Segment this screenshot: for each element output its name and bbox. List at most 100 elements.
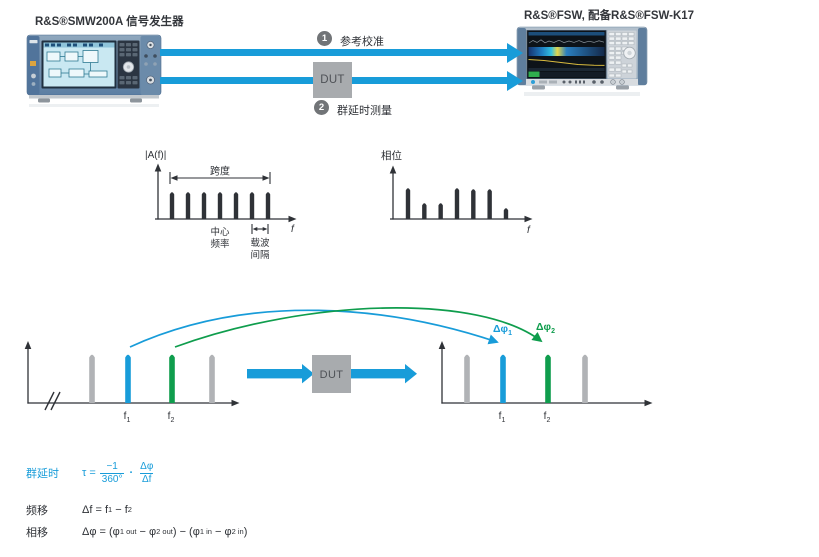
analyzer-knob-center [627, 50, 632, 56]
span-arrowhead-right [262, 175, 270, 181]
analyzer-power-button [531, 80, 535, 84]
phase-x-axis-arrowhead [524, 215, 533, 223]
spectrum-analyzer-image [516, 26, 648, 96]
generator-rf-output-pin [149, 78, 152, 82]
generator-block-links [60, 56, 91, 75]
delta-phi1-label: Δφ1 [493, 323, 512, 337]
carrier-spike [545, 354, 551, 403]
generator-reflection [29, 104, 159, 107]
carrier-spike [582, 354, 588, 403]
amplitude-carriers [169, 192, 271, 219]
fraction-2: Δφ Δf [138, 461, 155, 486]
generator-foot [38, 98, 50, 103]
dut-output-arrow-line [351, 369, 405, 379]
generator-screen-header [43, 42, 115, 48]
expression-part: ) [243, 526, 248, 538]
generator-knob-center [126, 65, 131, 69]
carrier-spike [464, 354, 470, 403]
phase-carriers [405, 188, 509, 219]
dut-box: DUT [313, 62, 352, 98]
generator-foot [130, 98, 142, 103]
carrier-spike [185, 192, 191, 219]
carrier-spike [454, 188, 460, 219]
analyzer-table-row [528, 72, 605, 77]
analyzer-rf-input [619, 79, 625, 85]
spacing-arrowhead-right [262, 227, 268, 231]
carrier-spacing-label-1: 载波 [250, 237, 270, 249]
generator-rf-connector-pin [149, 43, 152, 47]
input-x-axis-arrowhead [231, 399, 240, 407]
expression-part: Δf = f [82, 504, 108, 516]
dut-box-lower-label: DUT [320, 369, 344, 381]
carrier-spike [125, 354, 131, 403]
analyzer-yellow-trace [528, 59, 605, 66]
generator-connector [144, 62, 148, 66]
dut-box-lower [312, 355, 351, 393]
analyzer-green-status [528, 71, 540, 77]
measurement-path-arrowhead [507, 70, 523, 91]
analyzer-right-bezel [638, 28, 647, 85]
subscript: 2 out [156, 527, 173, 537]
generator-screen [43, 42, 115, 87]
expression-part: ) − (φ [172, 526, 200, 538]
fraction-1: −1 360° [99, 461, 125, 486]
center-frequency-label-1: 中心 [210, 226, 230, 238]
phase-shift-label: 相移 [26, 527, 48, 539]
carrier-spike [249, 192, 255, 219]
carrier-spike [169, 354, 175, 403]
generator-keypad-buttons [119, 43, 138, 85]
analyzer-noise-trace [528, 39, 605, 44]
analyzer-port [579, 80, 581, 84]
phase-xlabel: f [527, 225, 531, 236]
analyzer-port [562, 80, 566, 84]
generator-logo-plate [29, 40, 38, 44]
generator-connector [31, 82, 36, 86]
analyzer-port [568, 80, 572, 84]
center-frequency-label-2: 频率 [210, 238, 230, 250]
input-y-axis-arrowhead [24, 341, 32, 349]
multiplication-dot: · [129, 467, 134, 479]
group-delay-expression: τ = −1 360° · Δφ Δf [82, 461, 156, 486]
span-arrowhead-left [170, 175, 178, 181]
analyzer-title: R&S®FSW, 配备R&S®FSW-K17 [524, 10, 695, 22]
analyzer-table-row [528, 68, 605, 71]
dut-input-arrowhead [302, 364, 314, 384]
analyzer-bottom-strip [526, 79, 638, 85]
carrier-spacing-label-2: 间隔 [250, 249, 270, 261]
step1-badge: 1 [317, 31, 332, 46]
dut-input-arrow-line [247, 369, 302, 379]
input-f2-label: f2 [168, 411, 175, 424]
phase-spectrum-diagram: 相位 f [381, 149, 533, 236]
output-x-axis-arrowhead [644, 399, 653, 407]
phase-ylabel: 相位 [381, 149, 402, 162]
equals-sign: = [89, 467, 96, 479]
subscript: 2 [127, 505, 132, 515]
analyzer-rf-input [610, 79, 616, 85]
carrier-spike [487, 189, 492, 219]
analyzer-port [539, 80, 547, 84]
group-delay-label: 群延时 [26, 468, 59, 480]
delta-phi2-label: Δφ2 [536, 321, 555, 335]
carrier-spike [89, 354, 95, 403]
output-f2-label: f2 [544, 411, 551, 424]
reference-path-line [160, 49, 507, 56]
analyzer-keypad-buttons [608, 32, 635, 78]
analyzer-port [549, 80, 557, 84]
axis-break-mark [44, 391, 61, 411]
generator-amber-button [30, 61, 36, 66]
carrier-spike [471, 189, 476, 219]
amplitude-spectrum-diagram: |A(f)| f 跨度 中心 频率 载波 间隔 [145, 150, 297, 261]
dut-output-arrowhead [405, 364, 417, 384]
spacing-arrowhead-left [252, 227, 258, 231]
subscript: 1 in [199, 527, 212, 537]
input-f1-label: f1 [124, 411, 131, 424]
carrier-spike [169, 192, 175, 219]
carrier-spike [209, 354, 215, 403]
group-delay-formula-row: 群延时 τ = −1 360° · Δφ Δf [26, 456, 156, 490]
step1-label: 参考校准 [340, 35, 384, 48]
generator-connector [153, 54, 157, 58]
carrier-spike [265, 192, 271, 219]
